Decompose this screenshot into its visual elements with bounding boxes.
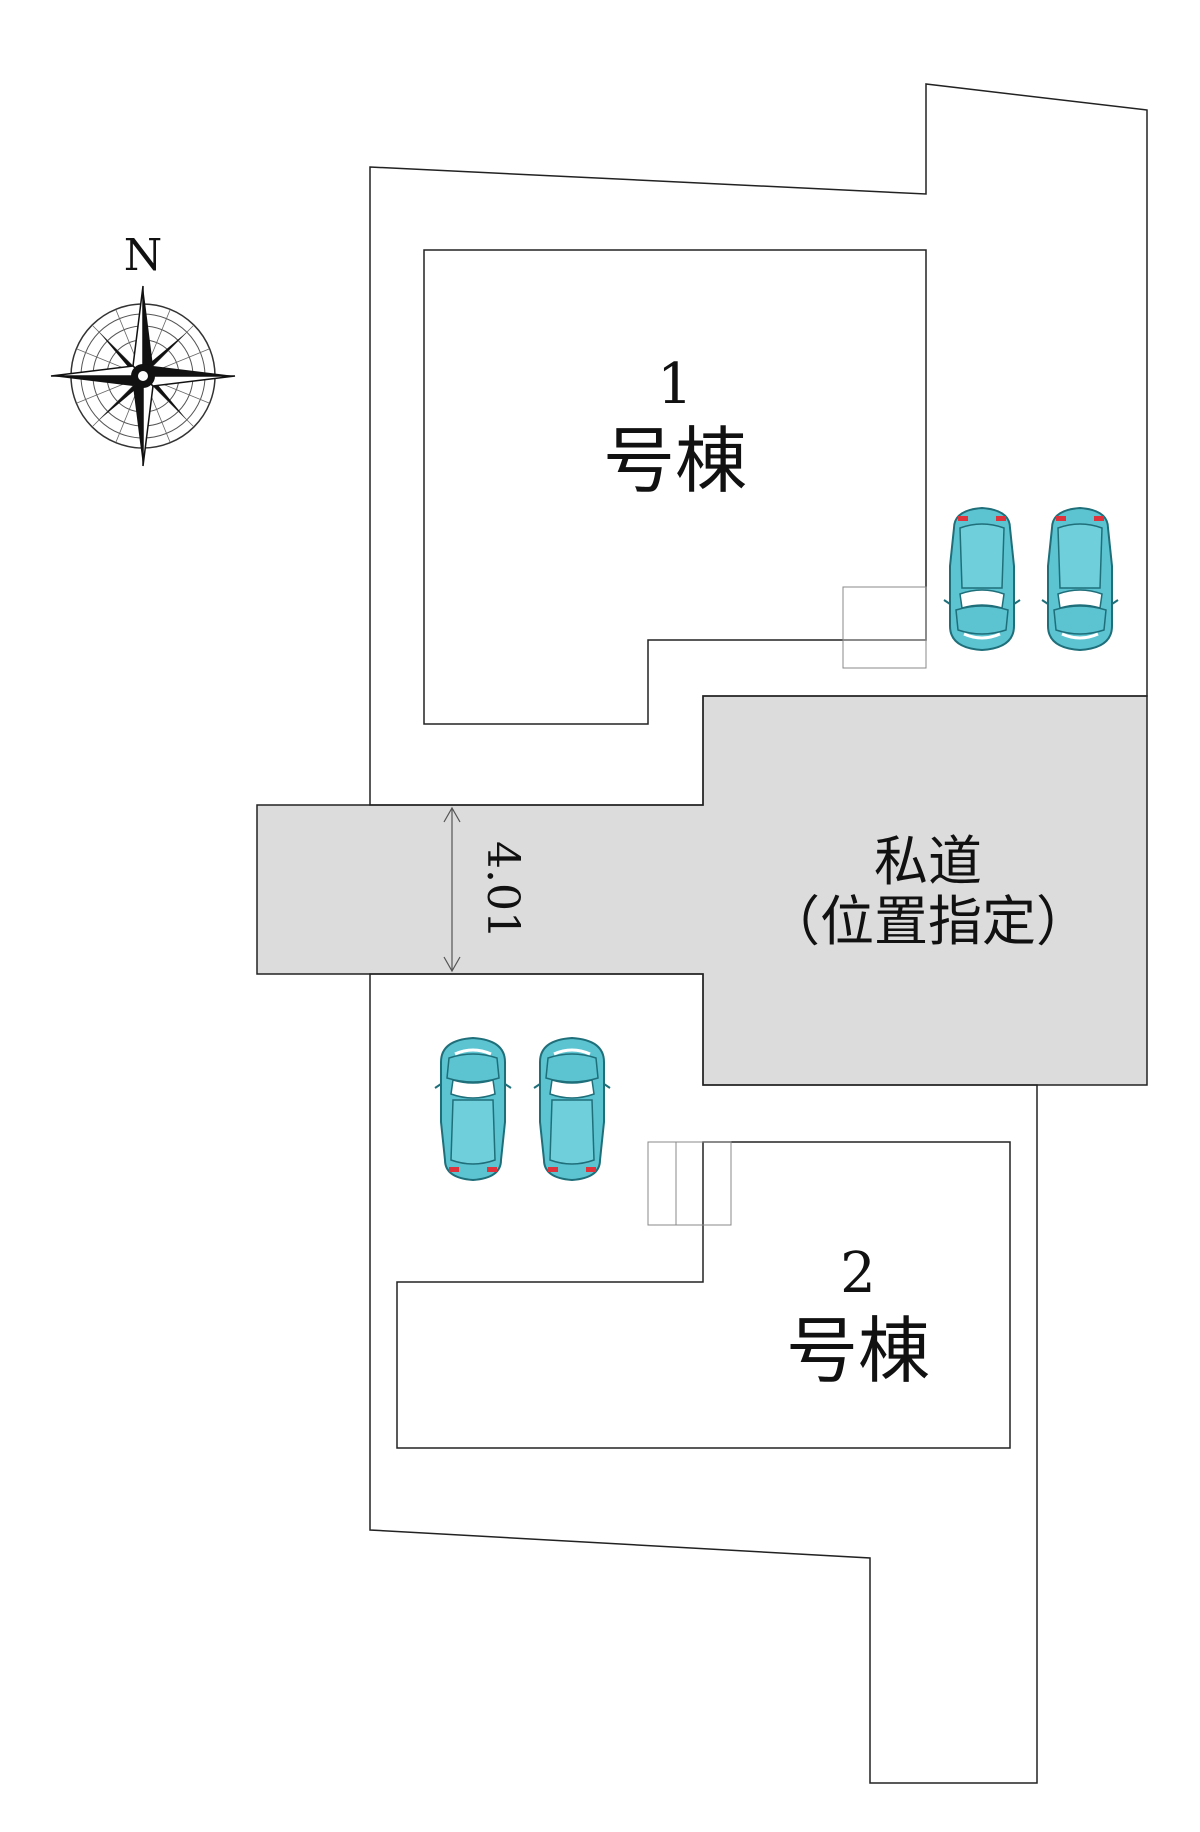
car-icon bbox=[942, 506, 1022, 652]
car-icon bbox=[1040, 506, 1120, 652]
car-icon bbox=[433, 1036, 513, 1182]
road-width-label: 4.01 bbox=[477, 841, 528, 939]
car-icon bbox=[532, 1036, 612, 1182]
compass-rose-icon bbox=[50, 285, 236, 467]
building-2-name: 号棟 bbox=[786, 1309, 930, 1393]
building-1-number: 1 bbox=[657, 352, 693, 417]
road-width-dimension bbox=[443, 806, 461, 973]
building-1-footprint bbox=[423, 249, 927, 725]
road-designation-label: （位置指定） bbox=[766, 890, 1090, 953]
building-2-footprint bbox=[396, 1141, 1011, 1449]
building-2-number: 2 bbox=[840, 1241, 876, 1306]
entrance-marker-1 bbox=[842, 586, 927, 669]
lot-1-boundary bbox=[369, 83, 1148, 806]
north-label: N bbox=[124, 230, 163, 281]
entrance-marker-2 bbox=[647, 1141, 732, 1226]
building-1-name: 号棟 bbox=[603, 419, 747, 503]
road-label: 私道 bbox=[874, 830, 982, 893]
lot-2-boundary bbox=[369, 973, 1038, 1784]
